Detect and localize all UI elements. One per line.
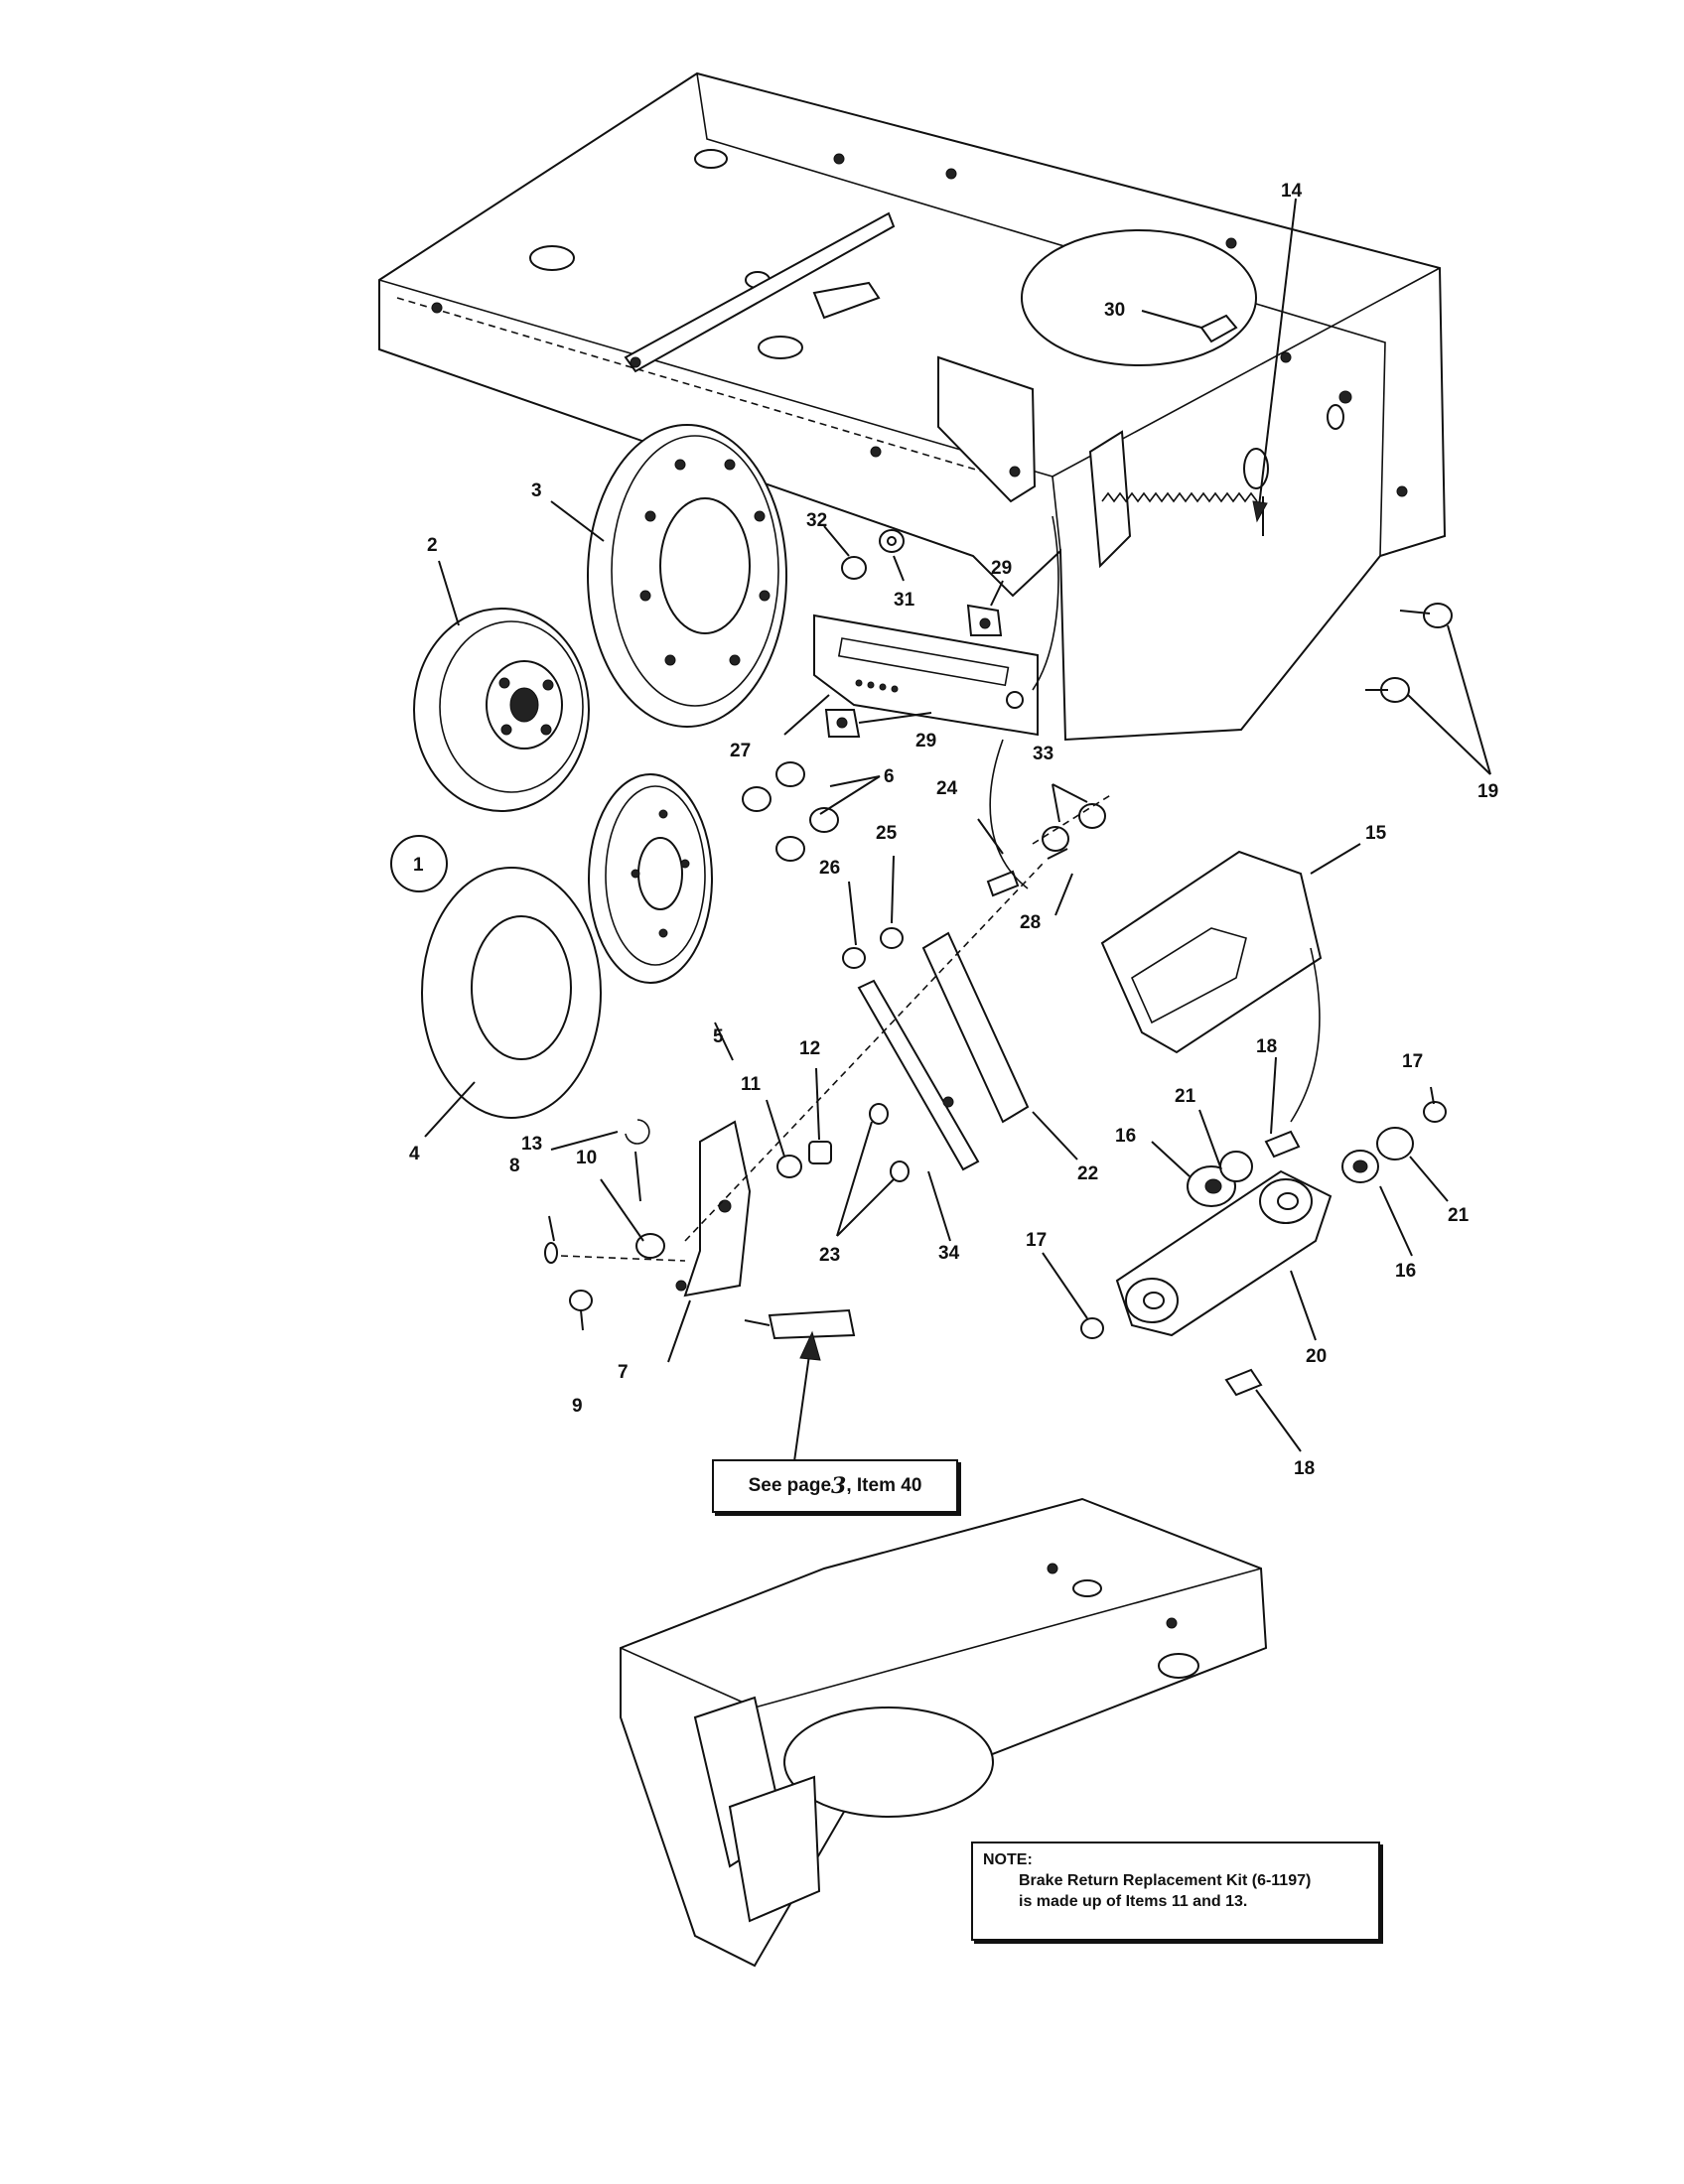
callout-32: 32 <box>806 510 827 531</box>
callout-22: 22 <box>1077 1163 1098 1184</box>
clip-29-lower <box>824 709 861 738</box>
note-line-2: is made up of Items 11 and 13. <box>1019 1893 1248 1910</box>
callout-23: 23 <box>819 1245 840 1266</box>
washer-4 <box>421 867 602 1119</box>
chassis-frame-lower <box>620 1497 1268 1968</box>
callout-11: 11 <box>741 1074 762 1095</box>
callout-30: 30 <box>1104 300 1125 321</box>
bracket-20 <box>1080 1101 1447 1397</box>
bar-34 <box>857 979 980 1171</box>
pulley-3 <box>587 424 787 728</box>
callout-10: 10 <box>576 1148 597 1168</box>
callout-13: 13 <box>521 1134 542 1155</box>
pulley-5 <box>588 773 713 984</box>
callout-19: 19 <box>1477 781 1498 802</box>
hardware-small <box>841 529 1453 1182</box>
reference-page: 3 <box>831 1473 847 1499</box>
callout-31: 31 <box>894 590 915 611</box>
callout-21b: 21 <box>1448 1205 1470 1226</box>
callout-33: 33 <box>1033 744 1053 764</box>
callout-24: 24 <box>936 778 958 799</box>
bar-22 <box>921 931 1030 1124</box>
callout-27: 27 <box>730 741 751 761</box>
callout-2: 2 <box>427 535 438 556</box>
nuts-6 <box>742 761 839 862</box>
callout-21a: 21 <box>1175 1086 1196 1107</box>
plate-27 <box>813 614 1039 737</box>
callout-1: 1 <box>413 855 424 876</box>
note-line-1: Brake Return Replacement Kit (6-1197) <box>1019 1872 1312 1889</box>
note-box: NOTE: Brake Return Replacement Kit (6-11… <box>971 1842 1380 1941</box>
leader-lines <box>424 198 1491 1452</box>
callout-17a: 17 <box>1402 1051 1423 1072</box>
callout-29b: 29 <box>915 731 936 751</box>
callout-20: 20 <box>1306 1346 1327 1367</box>
bracket-7 <box>544 863 1044 1340</box>
pulley-2 <box>413 608 590 812</box>
callout-8: 8 <box>509 1156 520 1176</box>
chassis-frame-upper <box>378 71 1447 742</box>
callout-28: 28 <box>1020 912 1041 933</box>
callout-26: 26 <box>819 858 840 879</box>
callout-numbers: 1 2 3 4 5 6 7 8 9 10 11 12 13 14 15 16 1… <box>390 181 1498 1479</box>
reference-prefix: See page <box>748 1475 832 1496</box>
callout-29a: 29 <box>991 558 1012 579</box>
callout-5: 5 <box>713 1026 724 1047</box>
callout-14: 14 <box>1281 181 1303 202</box>
callout-12: 12 <box>799 1038 820 1059</box>
note-heading: NOTE: <box>983 1851 1033 1868</box>
reference-arrow <box>793 1330 821 1462</box>
callout-34: 34 <box>938 1243 960 1264</box>
callout-16a: 16 <box>1115 1126 1136 1147</box>
reference-suffix: , Item 40 <box>846 1475 922 1496</box>
callout-6: 6 <box>884 766 895 787</box>
callout-17b: 17 <box>1026 1230 1047 1251</box>
callout-9: 9 <box>572 1396 583 1417</box>
callout-25: 25 <box>876 823 898 844</box>
callout-7: 7 <box>618 1362 629 1383</box>
callout-18b: 18 <box>1294 1458 1315 1479</box>
callout-18a: 18 <box>1256 1036 1277 1057</box>
lever-15 <box>1100 850 1323 1123</box>
callout-15: 15 <box>1365 823 1387 844</box>
clip-29-upper <box>966 604 1003 636</box>
callout-3: 3 <box>531 480 542 501</box>
callout-16b: 16 <box>1395 1261 1416 1282</box>
callout-4: 4 <box>409 1144 420 1164</box>
